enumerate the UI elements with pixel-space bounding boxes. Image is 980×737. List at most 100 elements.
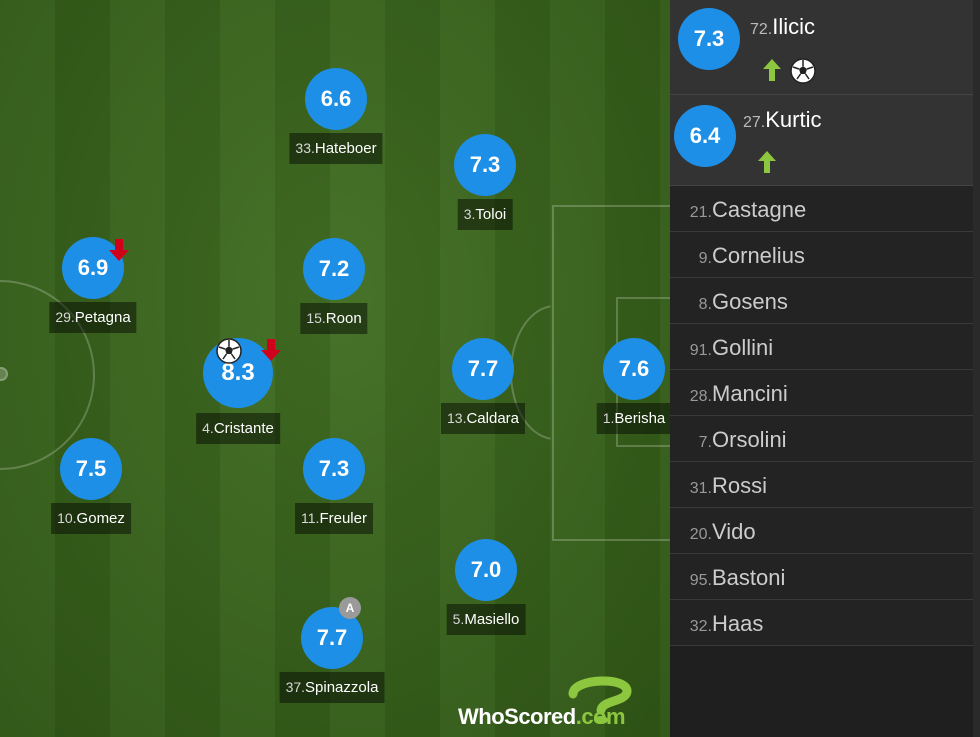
rating-circle: 6.4: [674, 105, 736, 167]
rating-circle: 7.3: [454, 134, 516, 196]
player-name: Masiello: [464, 611, 520, 628]
bench-number: 28.: [689, 388, 712, 405]
rating-circle: 7.0: [455, 539, 517, 601]
bench-number: 8.: [698, 296, 712, 313]
football-icon: [216, 338, 242, 364]
player-name-label: 1.Berisha: [596, 403, 670, 434]
player-name-label: 3.Toloi: [457, 199, 513, 230]
player-number: 15.: [306, 310, 326, 326]
player-name: Spinazzola: [305, 679, 379, 696]
logo-whoscored: WhoScored: [458, 704, 576, 729]
bench-name: Vido: [712, 519, 756, 544]
sub-number: 27.: [743, 114, 766, 131]
football-icon: [790, 58, 816, 84]
player-name: Caldara: [466, 410, 519, 427]
bench-name: Bastoni: [712, 565, 786, 590]
bench-number: 32.: [689, 618, 712, 635]
bench-row[interactable]: 91.Gollini: [670, 324, 973, 370]
bench-player: 7.Orsolini: [684, 427, 787, 453]
player-number: 33.: [295, 140, 315, 156]
bench-row[interactable]: 20.Vido: [670, 508, 973, 554]
panel-scrollbar-track: [973, 0, 980, 737]
green-up-arrow-icon: [763, 59, 781, 81]
bench-row[interactable]: 95.Bastoni: [670, 554, 973, 600]
bench-row[interactable]: 8.Gosens: [670, 278, 973, 324]
rating-circle: 6.6: [305, 68, 367, 130]
rating-circle: 7.3: [303, 438, 365, 500]
center-spot: [0, 367, 8, 381]
player-number: 3.: [463, 206, 476, 222]
bench-name: Castagne: [712, 197, 807, 222]
sub-number: 72.: [750, 21, 773, 38]
sub-row-ilicic[interactable]: 7.3 72.Ilicic: [670, 0, 973, 95]
player-name-label: 4.Cristante: [196, 413, 280, 444]
bench-row[interactable]: 32.Haas: [670, 600, 973, 646]
substitutes-panel: 7.3 72.Ilicic 6.4 27.Kurtic 21.Castagne 9…: [670, 0, 980, 737]
bench-name: Gosens: [712, 289, 788, 314]
player-name: Hateboer: [314, 140, 377, 157]
player-name-label: 29.Petagna: [49, 302, 137, 333]
player-name: Toloi: [475, 206, 507, 223]
bench-row[interactable]: 31.Rossi: [670, 462, 973, 508]
player-name: Roon: [325, 310, 362, 327]
bench-number: 9.: [698, 250, 712, 267]
bench-row[interactable]: 21.Castagne: [670, 186, 973, 232]
bench-player: 91.Gollini: [684, 335, 773, 361]
bench-number: 21.: [689, 204, 712, 221]
bench-player: 21.Castagne: [684, 197, 806, 223]
red-down-arrow-icon: [108, 238, 130, 262]
bench-name: Haas: [712, 611, 764, 636]
bench-name: Gollini: [712, 335, 774, 360]
player-name: Gomez: [76, 510, 125, 527]
bench-number: 31.: [689, 480, 712, 497]
bench-name: Orsolini: [712, 427, 787, 452]
rating-circle: 7.3: [678, 8, 740, 70]
bench-player: 9.Cornelius: [684, 243, 805, 269]
rating-circle: 6.9: [62, 237, 124, 299]
bench-player: 8.Gosens: [684, 289, 788, 315]
sub-row-kurtic[interactable]: 6.4 27.Kurtic: [670, 95, 973, 186]
rating-circle: 7.5: [60, 438, 122, 500]
player-name: Petagna: [74, 309, 131, 326]
player-number: 11.: [301, 510, 320, 526]
bench-row[interactable]: 28.Mancini: [670, 370, 973, 416]
penalty-box: [552, 205, 670, 541]
player-number: 29.: [55, 309, 75, 325]
rating-circle: 7.2: [303, 238, 365, 300]
rating-circle: 7.6: [603, 338, 665, 400]
sub-player-name: Ilicic: [772, 14, 816, 39]
sub-player-name: Kurtic: [765, 107, 822, 132]
player-name: Cristante: [213, 420, 274, 437]
player-number: 37.: [285, 679, 306, 695]
bench-number: 20.: [689, 526, 712, 543]
player-number: 13.: [447, 410, 467, 426]
bench-player: 31.Rossi: [684, 473, 767, 499]
bench-name: Rossi: [712, 473, 768, 498]
bench-name: Cornelius: [712, 243, 805, 268]
player-name-label: 37.Spinazzola: [279, 672, 385, 703]
player-name: Freuler: [319, 510, 367, 527]
player-number: 5.: [452, 611, 465, 627]
bench-row[interactable]: 9.Cornelius: [670, 232, 973, 278]
whoscored-logo: WhoScored.com: [456, 676, 666, 731]
player-name-label: 13.Caldara: [441, 403, 525, 434]
bench-player: 20.Vido: [684, 519, 756, 545]
player-name-label: 5.Masiello: [446, 604, 526, 635]
bench-name: Mancini: [712, 381, 788, 406]
bench-number: 95.: [689, 572, 712, 589]
bench-player: 95.Bastoni: [684, 565, 786, 591]
player-number: 1.: [602, 410, 615, 426]
bench-row[interactable]: 7.Orsolini: [670, 416, 973, 462]
player-name-label: 33.Hateboer: [289, 133, 383, 164]
player-number: 10.: [57, 510, 77, 526]
red-down-arrow-icon: [260, 338, 282, 362]
bench-player: 32.Haas: [684, 611, 764, 637]
question-mark-logo-icon: [568, 676, 632, 724]
rating-circle: 7.7: [452, 338, 514, 400]
player-number: 4.: [202, 420, 214, 436]
green-up-arrow-icon: [758, 151, 776, 173]
player-name: Berisha: [614, 410, 666, 427]
sub-name: 27.Kurtic: [743, 107, 822, 133]
captain-badge-icon: A: [339, 597, 361, 619]
